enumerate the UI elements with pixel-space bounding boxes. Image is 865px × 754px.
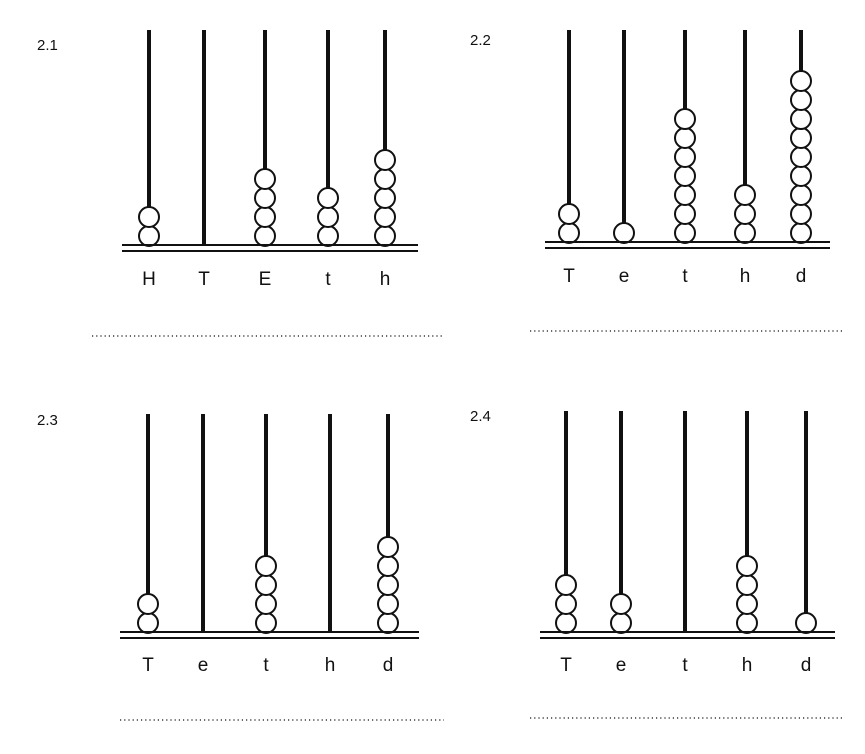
question-number: 2.2 (470, 32, 491, 49)
abacus-bead (674, 165, 696, 187)
place-value-label: h (740, 266, 751, 287)
place-value-label: t (325, 269, 331, 290)
place-value-label: T (142, 655, 154, 676)
abacus-bead (674, 108, 696, 130)
place-value-label: d (796, 266, 807, 287)
abacus-bead (137, 612, 159, 634)
abacus-bead (138, 225, 160, 247)
place-value-label: h (380, 269, 391, 290)
abacus-bead (374, 225, 396, 247)
place-value-label: T (563, 266, 575, 287)
place-value-label: E (259, 269, 272, 290)
abacus-bead (610, 612, 632, 634)
place-value-label: h (325, 655, 336, 676)
abacus-bead (790, 108, 812, 130)
abacus-bead (377, 574, 399, 596)
abacus-bead (613, 222, 635, 244)
abacus-bead (674, 146, 696, 168)
place-value-label: d (383, 655, 394, 676)
abacus-bead (555, 593, 577, 615)
abacus-bead (790, 203, 812, 225)
abacus-bead (255, 574, 277, 596)
abacus-bead (674, 203, 696, 225)
abacus-bead (555, 612, 577, 634)
abacus-bead (377, 593, 399, 615)
abacus-bead (736, 574, 758, 596)
abacus-bead (790, 127, 812, 149)
place-value-label: h (742, 655, 753, 676)
abacus-bead (734, 222, 756, 244)
place-value-label: H (142, 269, 156, 290)
abacus-bead (317, 225, 339, 247)
abacus-bead (317, 187, 339, 209)
place-value-label: e (198, 655, 209, 676)
place-value-label: d (801, 655, 812, 676)
abacus-bead (374, 168, 396, 190)
place-value-label: t (682, 655, 688, 676)
place-value-label: t (263, 655, 269, 676)
abacus-bead (255, 612, 277, 634)
place-value-label: e (619, 266, 630, 287)
abacus-bead (610, 593, 632, 615)
place-value-label: T (560, 655, 572, 676)
abacus-bead (254, 168, 276, 190)
abacus-bead (254, 206, 276, 228)
abacus-bead (555, 574, 577, 596)
abacus-bead (734, 184, 756, 206)
abacus-bead (790, 146, 812, 168)
abacus-bead (790, 70, 812, 92)
question-number: 2.3 (37, 412, 58, 429)
abacus-bead (790, 89, 812, 111)
place-value-label: t (682, 266, 688, 287)
abacus-bead (674, 184, 696, 206)
abacus-bead (255, 593, 277, 615)
question-number: 2.4 (470, 408, 491, 425)
abacus-bead (254, 187, 276, 209)
abacus-bead (674, 127, 696, 149)
abacus-bead (790, 165, 812, 187)
question-number: 2.1 (37, 37, 58, 54)
abacus-bead (377, 612, 399, 634)
abacus-bead (377, 555, 399, 577)
abacus-bead (736, 593, 758, 615)
abacus-bead (138, 206, 160, 228)
abacus-bead (377, 536, 399, 558)
abacus-bead (254, 225, 276, 247)
abacus-bead (137, 593, 159, 615)
abacus-bead (734, 203, 756, 225)
abacus-bead (374, 149, 396, 171)
abacus-bead (255, 555, 277, 577)
abacus-bead (795, 612, 817, 634)
abacus-bead (374, 187, 396, 209)
abacus-bead (374, 206, 396, 228)
abacus-bead (317, 206, 339, 228)
abacus-bead (558, 222, 580, 244)
place-value-label: T (198, 269, 210, 290)
abacus-bead (790, 222, 812, 244)
place-value-label: e (616, 655, 627, 676)
abacus-bead (736, 555, 758, 577)
abacus-bead (736, 612, 758, 634)
abacus-bead (558, 203, 580, 225)
abacus-bead (674, 222, 696, 244)
abacus-bead (790, 184, 812, 206)
